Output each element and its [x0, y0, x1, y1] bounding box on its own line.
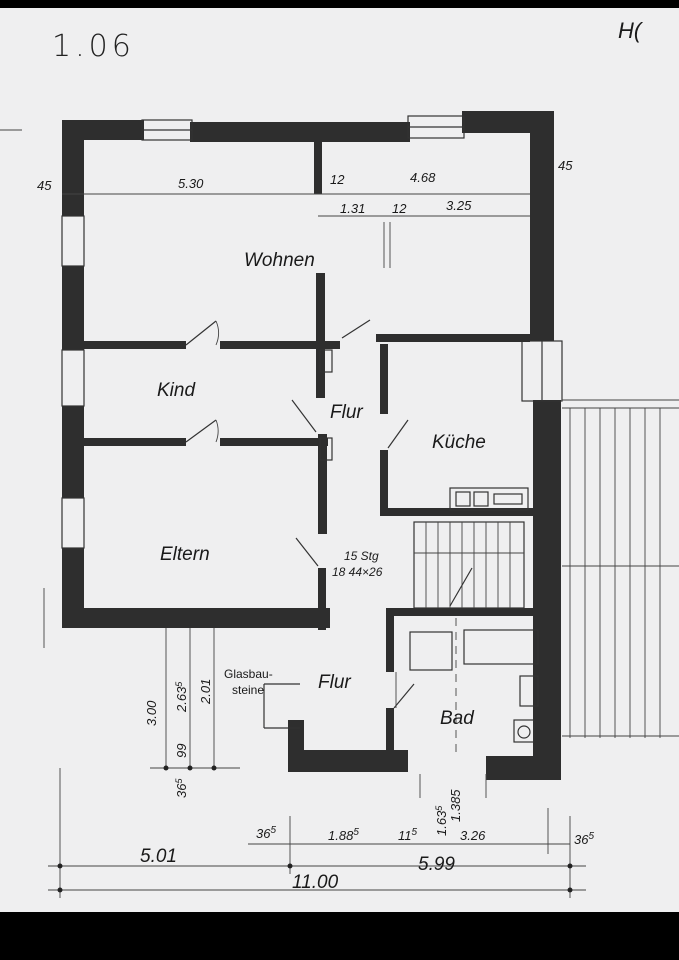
chimney-lower	[319, 437, 333, 461]
windows	[61, 115, 563, 549]
bathroom-fixtures	[395, 618, 539, 756]
wall-bottom-left	[62, 608, 330, 628]
exterior-walls	[62, 111, 561, 780]
door-bad	[393, 683, 415, 709]
wall-wohnen-divider	[314, 142, 322, 194]
staircase	[413, 521, 525, 609]
wall-top-middle	[190, 122, 410, 142]
door-kueche	[387, 419, 409, 449]
bath-sink	[519, 675, 539, 707]
room-flur-upper: Flur	[330, 402, 363, 423]
interior-walls	[84, 142, 534, 756]
wall-kueche-bottom	[380, 508, 533, 516]
handwritten-corner-note: H(	[618, 18, 644, 43]
door-wohnen	[341, 319, 371, 339]
dim-201: 2.01	[198, 679, 213, 705]
window-left-kind	[61, 349, 85, 407]
door-eltern	[185, 419, 217, 443]
adjacent-balcony	[562, 399, 679, 738]
dim-12-top: 12	[330, 172, 345, 187]
room-eltern: Eltern	[160, 544, 210, 565]
dim-1385: 1.385	[448, 789, 463, 822]
dim-365-bottom-left: 365	[256, 825, 276, 841]
doors	[185, 319, 415, 709]
stairs-ratio: 18 44×26	[332, 565, 383, 579]
wall-kueche-left-a	[380, 344, 388, 414]
wall-left-upper	[62, 120, 84, 216]
dim-365-bottom-right: 365	[574, 831, 594, 847]
dim-326: 3.26	[460, 828, 486, 843]
dim-115: 115	[398, 827, 418, 843]
dim-top-left-45: 45	[37, 178, 52, 193]
wall-kueche-left-b	[380, 450, 388, 514]
dim-2635: 2.635	[174, 681, 189, 713]
bath-toilet	[513, 719, 535, 743]
bath-shower	[409, 631, 453, 671]
stair-outline	[413, 521, 525, 609]
dim-1635: 1.635	[434, 805, 449, 836]
kitchen-stove	[449, 487, 529, 511]
wall-kind-top-b	[220, 341, 340, 349]
room-kind: Kind	[157, 380, 196, 401]
glasbausteine-label-1: Glasbau-	[224, 667, 273, 681]
wall-right-lower	[533, 400, 561, 780]
room-bad: Bad	[440, 708, 475, 729]
dim-1100: 11.00	[292, 872, 339, 893]
wall-bad-left-a	[386, 616, 394, 672]
wall-left-kind	[62, 266, 84, 350]
wall-flur-left-upper	[316, 273, 325, 398]
dim-530: 5.30	[178, 176, 204, 191]
wall-bad-top	[386, 608, 534, 616]
glasbausteine-label-2: steine	[232, 683, 264, 697]
handwritten-note: 1.06	[52, 29, 135, 64]
wall-kueche-top	[376, 334, 530, 342]
chimney-upper	[319, 349, 333, 373]
dim-599: 5.99	[418, 854, 455, 875]
wall-bottom-bad	[486, 756, 561, 780]
dimension-lines	[48, 193, 586, 898]
window-left-wohnen	[61, 215, 85, 267]
dim-131: 1.31	[340, 201, 365, 216]
wall-kind-top-a	[84, 341, 186, 349]
dim-99: 99	[174, 744, 189, 758]
dim-468: 4.68	[410, 170, 436, 185]
floor-plan-sheet: 1.06 H(	[0, 8, 679, 912]
dim-365-left: 365	[174, 778, 189, 798]
wall-stair-left	[318, 568, 326, 630]
wall-right-upper	[530, 111, 554, 341]
wall-bottom-flur	[288, 750, 408, 772]
wall-eltern-top-a	[84, 438, 186, 446]
door-flur-left	[291, 399, 317, 433]
wall-left-eltern-a	[62, 406, 84, 498]
dim-501: 5.01	[140, 846, 177, 867]
wall-flur-left-lower	[318, 434, 327, 534]
dim-300: 3.00	[144, 700, 159, 726]
wall-bad-left-b	[386, 708, 394, 756]
room-wohnen: Wohnen	[244, 250, 315, 271]
stairs-steps: 15 Stg	[344, 549, 379, 563]
dim-325: 3.25	[446, 198, 472, 213]
room-kueche: Küche	[432, 432, 486, 453]
door-eltern-flur	[295, 537, 319, 567]
dim-12-second: 12	[392, 201, 407, 216]
room-flur-lower: Flur	[318, 672, 351, 693]
window-left-eltern	[61, 497, 85, 549]
dim-top-right-45: 45	[558, 158, 573, 173]
bath-tub	[463, 629, 539, 665]
floor-plan-drawing: 1.06 H(	[0, 18, 679, 898]
door-kind	[185, 320, 217, 346]
dim-1885: 1.885	[328, 827, 359, 843]
wall-eltern-top-b	[220, 438, 328, 446]
